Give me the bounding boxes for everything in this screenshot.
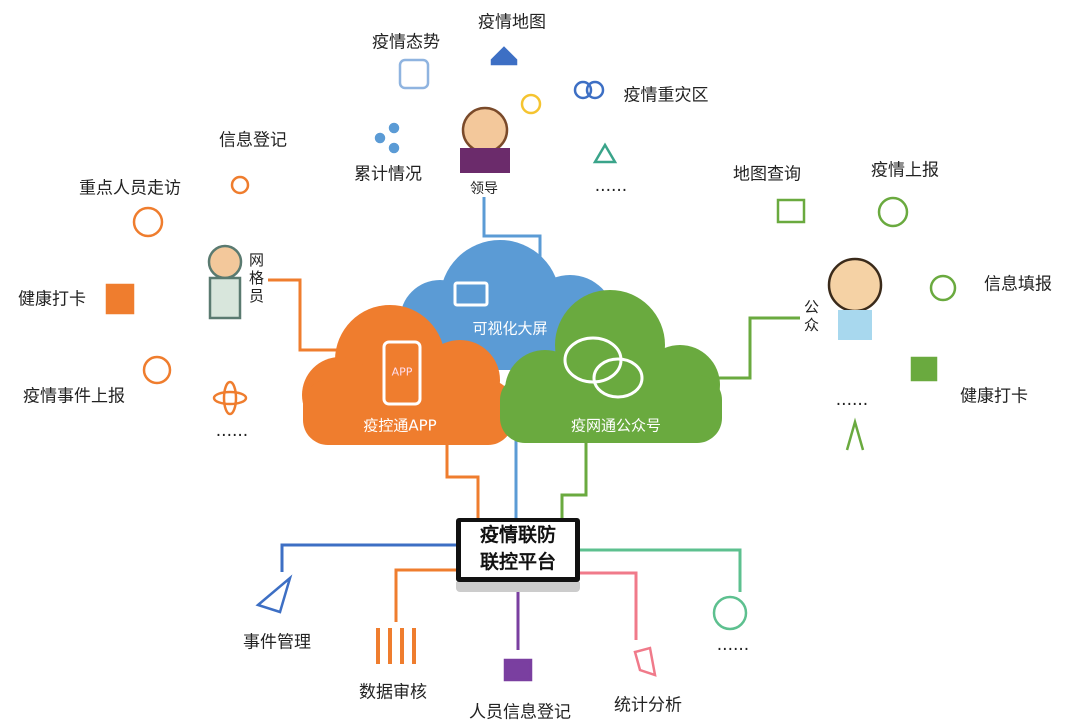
tower-icon — [845, 417, 865, 451]
alarm-icon — [910, 356, 938, 382]
team-icon — [877, 196, 909, 228]
function-item: 统计分析 — [614, 695, 682, 716]
grid-item: 重点人员走访 — [79, 178, 181, 199]
function-item: 事件管理 — [243, 632, 311, 653]
grid-item: 信息登记 — [219, 130, 287, 151]
leader-item: 疫情态势 — [372, 32, 440, 53]
phone-icon — [382, 340, 422, 406]
public-item: 信息填报 — [984, 274, 1052, 295]
grid-item: 健康打卡 — [18, 289, 86, 310]
public-role: 公众 — [804, 298, 820, 334]
leader-item: 疫情地图 — [478, 12, 546, 33]
icons-cloud — [382, 281, 644, 406]
leader-line — [482, 197, 542, 270]
people-icon — [573, 80, 593, 100]
speaker-icon — [633, 646, 657, 677]
grid-worker-figure — [207, 244, 243, 280]
leader-role: 领导 — [470, 181, 498, 197]
function-item: 数据审核 — [359, 682, 427, 703]
platform-line1: 疫情联防 — [479, 524, 556, 546]
grid-item: ...... — [215, 421, 249, 441]
public-item: 健康打卡 — [960, 386, 1028, 407]
search-chart-icon — [398, 58, 430, 90]
ring-icon — [132, 206, 164, 238]
platform-monitor: 疫情联防联控平台 — [456, 518, 580, 582]
paper-plane-icon — [255, 574, 293, 614]
cloud-app — [302, 305, 513, 445]
atom-icon — [212, 390, 248, 406]
flash-icon — [105, 283, 135, 315]
leader-item: 累计情况 — [354, 164, 422, 185]
home-icon — [490, 46, 518, 66]
lightbulb-icon — [520, 93, 542, 115]
recycle-icon — [592, 142, 618, 164]
app-icon-label: APP — [391, 365, 413, 379]
truck-icon — [503, 658, 533, 682]
cloud-app-label: 疫控通APP — [363, 416, 437, 435]
gear-icon — [142, 355, 172, 385]
public-figure — [827, 257, 883, 313]
platform-line2: 联控平台 — [479, 551, 556, 573]
cloud-screen-label: 可视化大屏 — [472, 319, 548, 338]
public-item: 地图查询 — [733, 164, 801, 185]
network-icon — [230, 175, 250, 195]
monitor-stand — [456, 582, 580, 592]
clock-24-icon — [929, 274, 957, 302]
cloud-wechat — [500, 290, 722, 443]
leader-item: 疫情重灾区 — [623, 85, 709, 106]
chart-board-icon — [776, 198, 806, 224]
sliders-icon — [376, 628, 416, 664]
leader-figure — [461, 106, 509, 154]
public-item: 疫情上报 — [871, 160, 939, 181]
cloud-wechat-label: 疫网通公众号 — [570, 416, 662, 435]
function-item: 人员信息登记 — [469, 702, 571, 723]
grid-role: 网格员 — [249, 251, 265, 305]
leader-item: ...... — [594, 176, 628, 196]
monitor-icon — [453, 281, 489, 307]
disc-icon — [712, 595, 748, 631]
public-line — [715, 316, 800, 380]
public-item: ...... — [835, 390, 869, 410]
grid-line — [268, 278, 345, 352]
function-item: ...... — [716, 635, 750, 655]
grid-item: 疫情事件上报 — [23, 386, 125, 407]
share-icon — [374, 132, 386, 144]
